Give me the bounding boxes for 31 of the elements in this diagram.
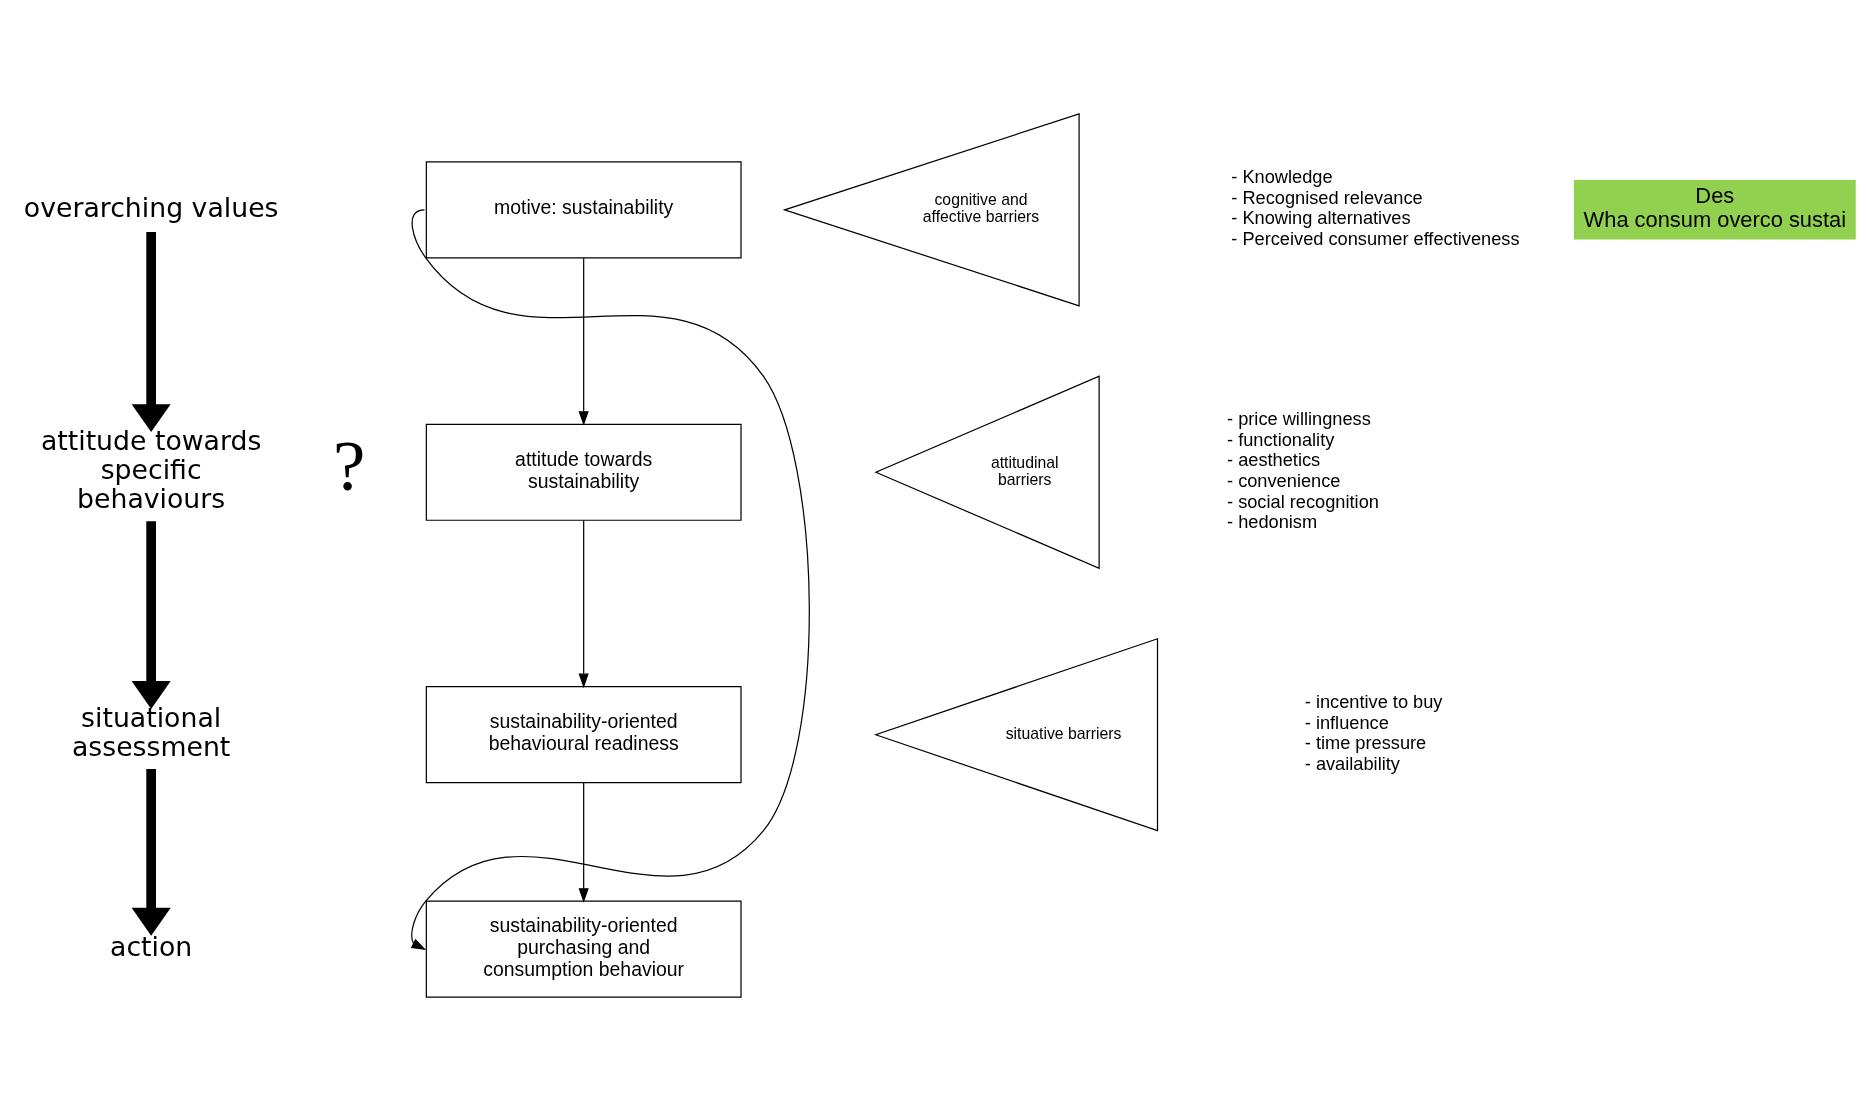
node-label: - time pressure	[1304, 733, 1427, 754]
node-label: - influence	[1304, 712, 1389, 733]
node-label: - Knowledge	[1231, 167, 1333, 188]
node-box: attitude towards sustainability	[425, 423, 742, 521]
node-label: - social recognition	[1227, 491, 1379, 512]
node-label: - aesthetics	[1227, 450, 1321, 471]
node-box: sustainability-oriented purchasing and consumption behaviour	[425, 900, 742, 998]
node-label: - availability	[1304, 753, 1400, 774]
node-text: attitude towards specific behaviours	[40, 424, 262, 515]
node-label: - Perceived consumer effectiveness	[1231, 229, 1520, 250]
node-text: action	[110, 930, 193, 962]
label: ?	[333, 425, 366, 507]
arrow	[131, 231, 171, 433]
node-text: overarching values	[23, 191, 279, 223]
node-box: sustainability-oriented behavioural readiness	[425, 686, 742, 784]
arrow	[131, 521, 171, 709]
node-label: - incentive to buy	[1304, 691, 1443, 712]
node-box: motive: sustainability	[425, 161, 742, 259]
node-label: - Recognised relevance	[1231, 187, 1423, 208]
node-text: situational assessment	[71, 701, 231, 763]
arrow	[578, 519, 589, 689]
node-label: - convenience	[1227, 470, 1341, 491]
node-label: - price willingness	[1227, 408, 1371, 429]
arrow	[578, 782, 589, 903]
node-box: Des Wha consum overco sustai	[1573, 180, 1856, 240]
arrow	[578, 257, 589, 426]
arrow	[131, 769, 171, 936]
node-label: - Knowing alternatives	[1231, 208, 1411, 229]
node-label: - hedonism	[1227, 512, 1318, 533]
arrow	[410, 209, 810, 950]
node-label: - functionality	[1227, 429, 1335, 450]
